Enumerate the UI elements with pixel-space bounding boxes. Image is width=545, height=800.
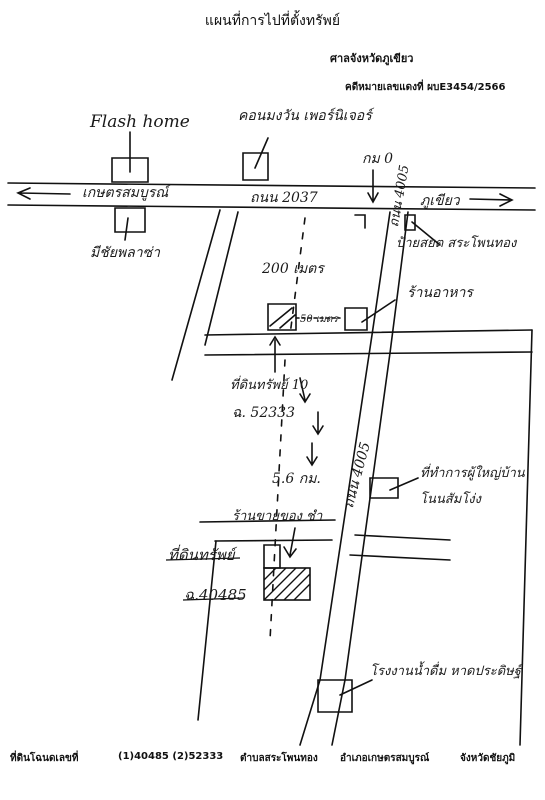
- factory-building: [317, 679, 373, 713]
- route-arrow-4: [283, 527, 297, 559]
- km0-post: [354, 214, 366, 229]
- footer-deeds: (1)40485 (2)52333: [118, 751, 224, 762]
- label-200m: 200 เมตร: [262, 261, 324, 277]
- route-arrow-up: [269, 335, 281, 373]
- label-condo: คอนมงวัน เพอร์นิเจอร์: [238, 108, 372, 124]
- side-road-top-edge: [199, 519, 336, 523]
- left-road-right-edge: [204, 211, 239, 346]
- label-restaurant: ร้านอาหาร: [407, 285, 473, 301]
- flash-home-building: [111, 131, 149, 183]
- label-50m: 50 เมตร: [300, 314, 338, 325]
- cross-road-top-edge: [204, 329, 533, 336]
- left-road-left-edge: [171, 209, 221, 381]
- label-village-1: ที่ทำการผู้ใหญ่บ้าน: [420, 466, 525, 481]
- footer-district: อำเภอเกษตรสมบูรณ์: [340, 753, 430, 764]
- label-road-left: เกษตรสมบูรณ์: [82, 185, 169, 201]
- road-4005-left-edge: [299, 211, 391, 746]
- footer-subdistrict: ตำบลสระโพนทอง: [240, 753, 318, 764]
- label-school: ป้ายสยต สระโพนทอง: [396, 236, 517, 251]
- route-arrow-3: [306, 442, 318, 467]
- plot-label-underline: [165, 557, 245, 601]
- shop-building: [263, 544, 281, 569]
- page-title: แผนที่การไปที่ตั้งทรัพย์: [204, 13, 341, 29]
- school-marker: [404, 214, 441, 246]
- court-name: ศาลจังหวัดภูเขียว: [330, 52, 414, 65]
- label-village-2: โนนสัมโง่ง: [420, 492, 481, 507]
- side-road-bottom-edge: [214, 539, 333, 542]
- label-plot-upper: ที่ดินทรัพย์ 10: [230, 378, 309, 393]
- village-office-building: [369, 477, 419, 499]
- label-plot-lower: ที่ดินทรัพย์: [168, 546, 235, 564]
- footer-deed-label: ที่ดินโฉนดเลขที่: [10, 753, 79, 764]
- arrow-west: [16, 187, 71, 200]
- side-road-down-edge: [197, 540, 217, 721]
- label-factory: โรงงานน้ำดื่ม หาดประดิษฐ์: [370, 664, 521, 679]
- label-flash-home: Flash home: [90, 112, 190, 132]
- label-toward-right: ภูเขียว: [420, 193, 460, 209]
- plot-52333: [267, 303, 297, 331]
- east-road-bottom: [349, 554, 451, 561]
- plot-40485: [263, 567, 311, 601]
- far-right-road: [519, 329, 533, 746]
- label-road-2037: ถนน 2037: [250, 190, 318, 206]
- case-number: คดีหมายเลขแดงที่ ผบE3454/2566: [345, 82, 506, 93]
- label-shop: ร้านขายของ ชำ: [232, 509, 323, 524]
- route-arrow-1: [299, 377, 311, 404]
- condo-building: [242, 137, 269, 181]
- arrow-east: [469, 193, 514, 207]
- dashed-path: [269, 217, 306, 641]
- label-plot-lower-deed: ฉ.40485: [184, 586, 247, 604]
- label-5-6km: 5.6 กม.: [272, 471, 321, 487]
- route-arrow-2: [312, 411, 324, 436]
- label-plot-upper-deed: ฉ. 52333: [232, 405, 295, 421]
- restaurant-building: [344, 299, 396, 331]
- east-road-top: [354, 534, 451, 541]
- footer-province: จังหวัดชัยภูมิ: [460, 753, 516, 764]
- label-km0: กม 0: [362, 151, 394, 167]
- km0-arrow: [367, 169, 379, 204]
- road-2037-top-edge: [7, 182, 536, 189]
- label-market: มีชัยพลาซ่า: [90, 245, 160, 261]
- road-2037-bottom-edge: [7, 204, 536, 211]
- market-building: [114, 207, 146, 241]
